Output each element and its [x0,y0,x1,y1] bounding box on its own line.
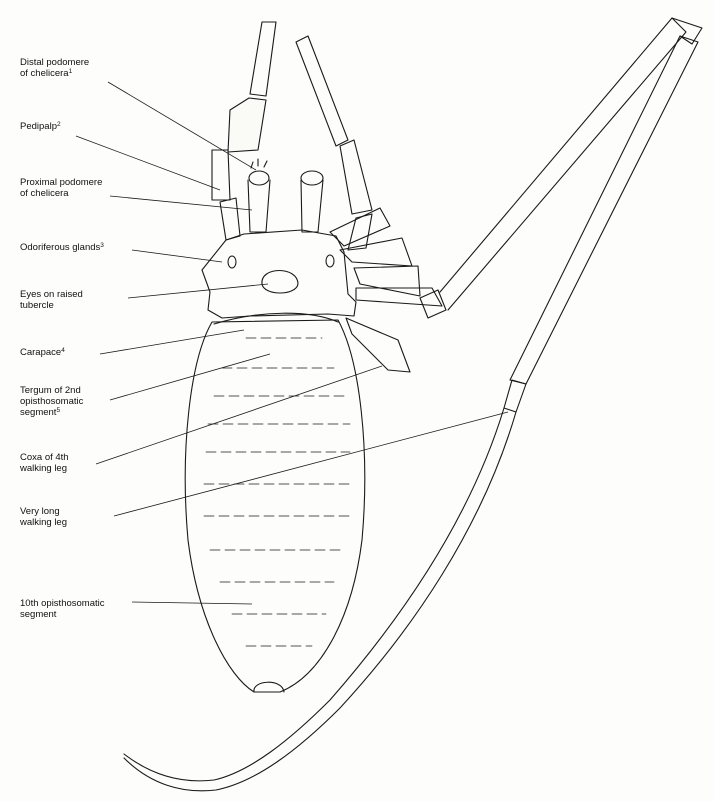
label-text: segment [20,609,105,620]
label-text: of chelicera [20,188,102,199]
odoriferous-gland-right [326,255,334,267]
label-text: walking leg [20,517,67,528]
label-text: of chelicera [20,68,69,79]
left-chelicera [248,159,270,232]
footnote-marker: 3 [100,242,104,249]
footnote-marker: 5 [56,407,60,414]
label-odoriferous-glands: Odoriferous glands3 [20,242,104,253]
label-text: Eyes on raised [20,289,83,300]
label-eyes: Eyes on raised tubercle [20,289,83,311]
label-text: Proximal podomere [20,177,102,188]
footnote-marker: 4 [61,347,65,354]
eye-tubercle [262,271,298,294]
right-chelicera [301,171,323,232]
footnote-marker: 1 [69,68,73,75]
leg-stubs [330,208,442,372]
label-tergum: Tergum of 2nd opisthosomatic segment5 [20,385,83,418]
label-coxa: Coxa of 4th walking leg [20,452,69,474]
label-distal-podomere: Distal podomere of chelicera1 [20,57,89,79]
label-carapace: Carapace4 [20,347,65,358]
label-text: tubercle [20,300,83,311]
label-text: Distal podomere [20,57,89,68]
label-text: 10th opisthosomatic [20,598,105,609]
label-text: segment [20,407,56,418]
carapace [202,230,356,318]
odoriferous-gland-left [228,256,236,268]
label-long-leg: Very long walking leg [20,506,67,528]
leader-lines [76,82,508,604]
label-text: Coxa of 4th [20,452,69,463]
label-pedipalp: Pedipalp2 [20,121,61,132]
label-text: Carapace [20,347,61,358]
abdomen [185,320,364,692]
label-text: opisthosomatic [20,396,83,407]
upper-long-leg [420,18,702,318]
label-text: Tergum of 2nd [20,385,83,396]
label-tenth-segment: 10th opisthosomatic segment [20,598,105,620]
very-long-leg [124,36,698,791]
tenth-segment-outline [254,682,284,692]
footnote-marker: 2 [57,121,61,128]
label-text: Pedipalp [20,121,57,132]
label-text: Odoriferous glands [20,242,100,253]
label-proximal-podomere: Proximal podomere of chelicera [20,177,102,199]
label-text: walking leg [20,463,69,474]
label-text: Very long [20,506,67,517]
